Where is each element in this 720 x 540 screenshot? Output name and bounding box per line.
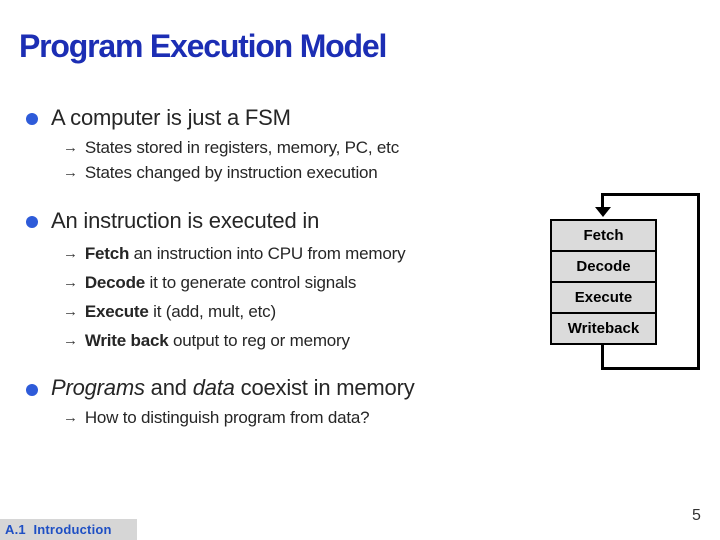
bullet-dot-icon <box>26 384 38 396</box>
fsm-stage-decode: Decode <box>550 250 657 283</box>
sub-bullet-keyword: Execute <box>84 302 149 321</box>
slide-title: Program Execution Model <box>19 28 387 64</box>
sub-bullet-keyword: Write back <box>84 331 169 350</box>
sub-bullet: → States stored in registers, memory, PC,… <box>63 136 399 161</box>
sub-bullet: → States changed by instruction execution <box>63 161 399 186</box>
fsm-stage-stack: Fetch Decode Execute Writeback <box>550 219 657 345</box>
sub-bullet-keyword: Decode <box>84 273 146 292</box>
bullet-3-text: coexist in memory <box>234 375 415 400</box>
sub-bullet-text: States changed by instruction execution <box>84 163 378 182</box>
fsm-stage-execute: Execute <box>550 281 657 314</box>
sub-bullet-keyword: Fetch <box>84 244 130 263</box>
arrow-icon: → <box>63 245 78 262</box>
fsm-loop-arrow-stem <box>601 193 604 209</box>
sub-bullet-text: States stored in registers, memory, PC, … <box>84 138 400 157</box>
bullet-3-sublist: → How to distinguish program from data? <box>63 406 370 431</box>
fsm-stage-writeback: Writeback <box>550 312 657 345</box>
sub-bullet: → Fetch an instruction into CPU from memo… <box>63 240 406 269</box>
fsm-loop-bottom-line <box>601 367 700 370</box>
sub-bullet: → Execute it (add, mult, etc) <box>63 298 405 327</box>
arrow-icon: → <box>63 409 78 426</box>
arrow-icon: → <box>63 274 78 291</box>
fsm-stage-fetch: Fetch <box>550 219 657 252</box>
fsm-loop-top-line <box>601 193 700 196</box>
sub-bullet: → Write back output to reg or memory <box>63 327 405 356</box>
bullet-2-heading: An instruction is executed in <box>51 208 320 233</box>
bullet-dot-icon <box>26 113 38 125</box>
sub-bullet-text: it (add, mult, etc) <box>148 302 276 321</box>
arrow-icon: → <box>63 332 78 349</box>
sub-bullet-text: it to generate control signals <box>145 273 357 292</box>
bullet-3-italic-word: data <box>192 375 235 400</box>
bullet-3-text: and <box>144 375 193 400</box>
bullet-3-heading: Programs and data coexist in memory <box>51 375 415 401</box>
bullet-3-italic-word: Programs <box>51 375 145 400</box>
bullet-1-heading: A computer is just a FSM <box>51 105 291 130</box>
fsm-arrowhead-icon <box>595 207 611 217</box>
sub-bullet: → Decode it to generate control signals <box>63 269 405 298</box>
fsm-loop-bottom-stem <box>601 345 604 369</box>
arrow-icon: → <box>63 303 78 320</box>
arrow-icon: → <box>63 164 78 181</box>
sub-bullet-text: How to distinguish program from data? <box>84 408 370 427</box>
bullet-dot-icon <box>26 216 38 228</box>
page-number: 5 <box>692 507 701 524</box>
footer-section-bar: A.1 Introduction <box>0 519 137 540</box>
sub-bullet-text: output to reg or memory <box>168 331 350 350</box>
arrow-icon: → <box>63 139 78 156</box>
sub-bullet: → How to distinguish program from data? <box>63 406 370 431</box>
fsm-loop-right-line <box>697 193 700 370</box>
bullet-1-sublist: → States stored in registers, memory, PC,… <box>63 136 399 186</box>
sub-bullet-text: an instruction into CPU from memory <box>129 244 406 263</box>
footer-section-label: A.1 Introduction <box>5 522 112 537</box>
bullet-2-sublist: → Fetch an instruction into CPU from memo… <box>63 240 406 356</box>
